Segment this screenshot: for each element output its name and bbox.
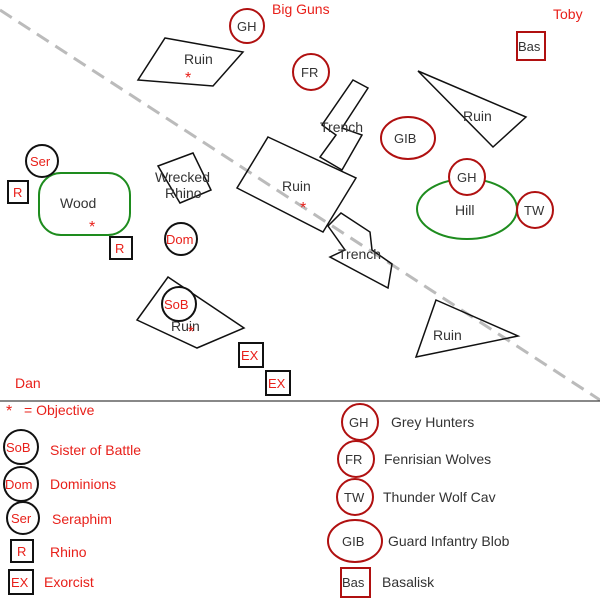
grey-hunters-unit-hill [448,158,486,196]
seraphim-unit-label: Ser [30,154,51,169]
fenrisian-wolves-unit [292,53,330,91]
legend-exorcist-label: Exorcist [44,574,94,590]
fenrisian-wolves-unit-label: FR [301,65,318,80]
legend-gib-abbr: GIB [342,534,364,549]
legend-bas-abbr: Bas [342,575,365,590]
trench-top-shape [318,79,370,172]
ruin-top-label: Ruin [184,51,213,67]
grey-hunters-unit-hill-label: GH [457,170,477,185]
sister-of-battle-unit [161,286,197,322]
grey-hunters-unit-top-label: GH [237,19,257,34]
legend-fr-symbol [337,440,375,478]
basalisk-unit-label: Bas [518,39,541,54]
legend-gib-symbol [327,519,383,563]
exorcist-unit-1 [238,342,264,368]
legend-dom-abbr: Dom [5,477,32,492]
ruin-top-shape [136,37,245,87]
ruin-bottom-left-shape [135,275,246,349]
legend-fr-label: Fenrisian Wolves [384,451,491,467]
objective-marker: * [300,200,306,217]
legend-exorcist-abbr: EX [11,575,29,590]
guard-infantry-blob-unit-label: GIB [394,131,416,146]
legend-dom-label: Dominions [50,476,116,492]
deployment-divider-line [0,8,600,402]
wood-shape [38,172,131,236]
wood-label: Wood [60,195,96,211]
thunder-wolf-cav-unit [516,191,554,229]
legend-sob-label: Sister of Battle [50,442,141,458]
legend-tw-label: Thunder Wolf Cav [383,489,496,505]
legend-gh-label: Grey Hunters [391,414,474,430]
ruin-center-shape [235,136,358,233]
player-label-big-guns: Big Guns [272,1,330,17]
ruin-right-bottom-shape [414,298,521,359]
legend-tw-symbol [336,478,374,516]
ruin-right-bottom-label: Ruin [433,327,462,343]
wrecked-rhino-label-line2: Rhino [165,185,202,201]
dominions-unit [164,222,198,256]
trench-top-label: Trench [320,119,363,135]
rhino-unit-right [109,236,133,260]
ruin-right-top-label: Ruin [463,108,492,124]
legend-dom-symbol [3,466,39,502]
trench-bottom-shape [327,212,393,290]
ruin-center-label: Ruin [282,178,311,194]
legend-ser-symbol [6,501,40,535]
ruin-right-top-shape [417,70,528,149]
exorcist-unit-2-label: EX [268,376,286,391]
objective-marker: * [188,324,194,341]
legend-objective-marker: * [6,403,12,420]
rhino-unit-left [7,180,29,204]
legend-rhino-abbr: R [17,544,26,559]
guard-infantry-blob-unit [380,116,436,160]
sister-of-battle-unit-label: SoB [164,297,189,312]
legend-rhino-label: Rhino [50,544,87,560]
thunder-wolf-cav-unit-label: TW [524,203,545,218]
basalisk-unit [516,31,546,61]
legend-tw-abbr: TW [344,490,365,505]
exorcist-unit-1-label: EX [241,348,259,363]
hill-label: Hill [455,202,474,218]
ruin-bottom-left-label: Ruin [171,318,200,334]
legend-objective-label: = Objective [24,402,95,418]
player-label-dan: Dan [15,375,41,391]
rhino-unit-right-label: R [115,241,124,256]
objective-marker: * [89,219,95,236]
legend-bas-symbol [340,567,371,598]
dominions-unit-label: Dom [166,232,193,247]
legend-sob-abbr: SoB [6,440,31,455]
rhino-unit-left-label: R [13,185,22,200]
trench-bottom-label: Trench [338,246,381,262]
legend-bas-label: Basalisk [382,574,435,590]
legend-ser-label: Seraphim [52,511,112,527]
legend-rhino-symbol [10,539,34,563]
seraphim-unit [25,144,59,178]
objective-marker: * [185,70,191,87]
legend-exorcist-symbol [8,569,34,595]
legend-ser-abbr: Ser [11,511,32,526]
legend-fr-abbr: FR [345,452,362,467]
player-label-toby: Toby [553,6,583,22]
legend-gh-abbr: GH [349,415,369,430]
wrecked-rhino-label-line1: Wrecked [155,169,210,185]
wrecked-rhino-shape [156,152,213,204]
legend-sob-symbol [3,429,39,465]
legend-gib-label: Guard Infantry Blob [388,533,510,549]
exorcist-unit-2 [265,370,291,396]
grey-hunters-unit-top [229,8,265,44]
legend-gh-symbol [341,403,379,441]
